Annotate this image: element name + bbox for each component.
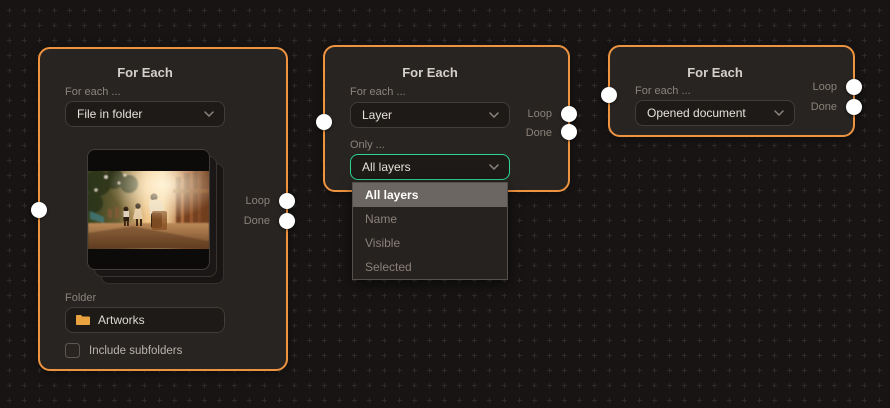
done-output-label: Done xyxy=(243,215,270,227)
menu-option-name[interactable]: Name xyxy=(365,212,398,226)
file-preview-stack xyxy=(87,149,224,284)
menu-option-selected[interactable]: Selected xyxy=(365,260,412,274)
folder-label: Folder xyxy=(65,292,97,304)
done-output-port[interactable] xyxy=(846,99,862,115)
playground-photo-thumbnail xyxy=(88,171,209,249)
chevron-down-icon xyxy=(489,164,499,170)
input-port[interactable] xyxy=(316,114,332,130)
select-value: Opened document xyxy=(647,106,746,120)
loop-output-port[interactable] xyxy=(561,106,577,122)
node-title: For Each xyxy=(117,65,173,80)
for-each-document-node[interactable]: For Each For each ... Opened document Lo… xyxy=(601,45,862,137)
include-subfolders-label: Include subfolders xyxy=(89,344,183,357)
only-filter-dropdown-menu: All layers Name Visible Selected xyxy=(352,182,508,280)
loop-output-label: Loop xyxy=(527,108,552,120)
chevron-down-icon xyxy=(204,111,214,117)
for-each-label: For each ... xyxy=(635,85,691,97)
loop-output-port[interactable] xyxy=(279,193,295,209)
done-output-port[interactable] xyxy=(279,213,295,229)
for-each-type-select[interactable]: File in folder xyxy=(65,101,225,127)
menu-option-visible[interactable]: Visible xyxy=(365,236,401,250)
menu-option-all-layers[interactable]: All layers xyxy=(353,183,507,207)
loop-output-label: Loop xyxy=(812,81,837,93)
folder-picker[interactable]: Artworks xyxy=(65,307,225,333)
for-each-type-select[interactable]: Opened document xyxy=(635,100,795,126)
chevron-down-icon xyxy=(489,112,499,118)
only-label: Only ... xyxy=(350,139,385,151)
select-value: All layers xyxy=(362,160,411,174)
for-each-label: For each ... xyxy=(65,86,121,98)
select-value: Layer xyxy=(362,108,393,122)
for-each-label: For each ... xyxy=(350,86,406,98)
input-port[interactable] xyxy=(601,87,617,103)
node-title: For Each xyxy=(687,65,743,80)
loop-output-label: Loop xyxy=(245,195,270,207)
only-filter-select[interactable]: All layers xyxy=(350,154,510,180)
folder-icon xyxy=(76,315,90,325)
preview-card-front xyxy=(87,149,210,270)
node-title: For Each xyxy=(402,65,458,80)
for-each-layer-node[interactable]: For Each For each ... Layer Only ... All… xyxy=(316,45,577,192)
include-subfolders-option[interactable]: Include subfolders xyxy=(65,343,182,358)
folder-value: Artworks xyxy=(98,313,145,327)
done-output-label: Done xyxy=(810,101,837,113)
input-port[interactable] xyxy=(31,202,47,218)
include-subfolders-checkbox[interactable] xyxy=(65,343,80,358)
done-output-label: Done xyxy=(525,127,552,139)
for-each-type-select[interactable]: Layer xyxy=(350,102,510,128)
done-output-port[interactable] xyxy=(561,124,577,140)
for-each-file-node[interactable]: For Each For each ... File in folder xyxy=(31,47,295,371)
loop-output-port[interactable] xyxy=(846,79,862,95)
chevron-down-icon xyxy=(774,110,784,116)
select-value: File in folder xyxy=(77,107,143,121)
